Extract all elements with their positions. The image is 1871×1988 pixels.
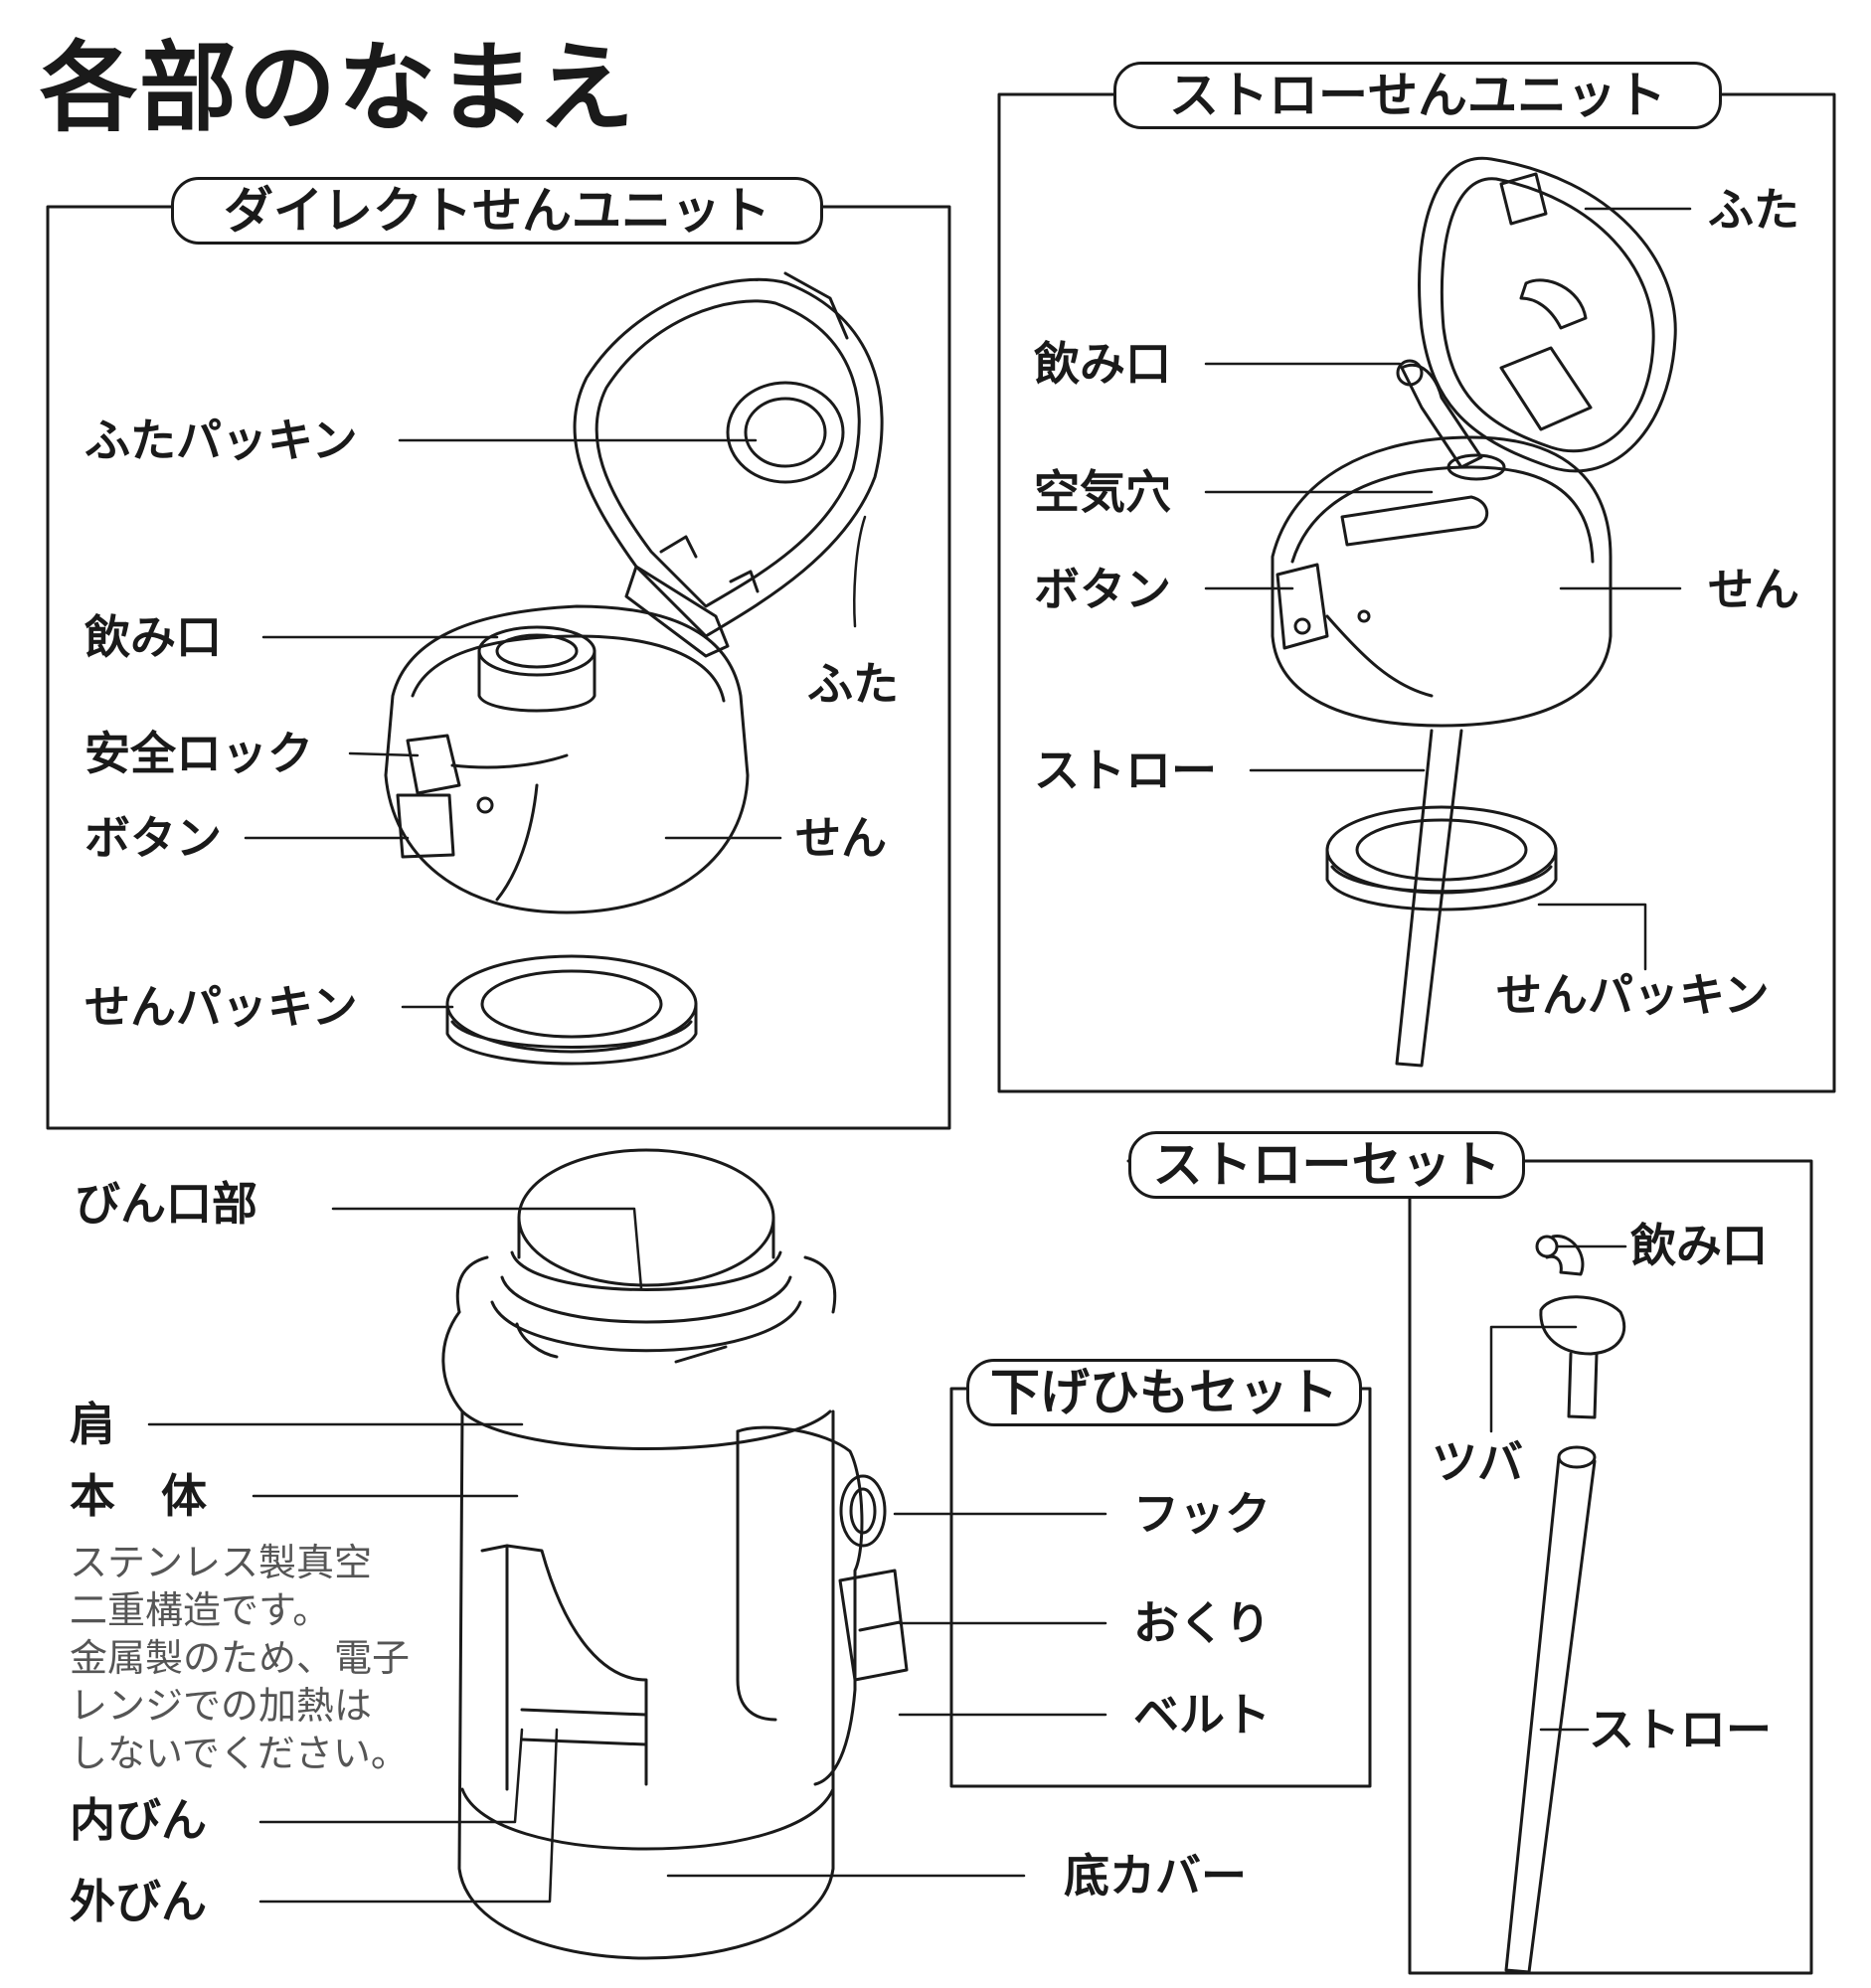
straw-set-leaders — [1489, 1244, 1627, 1732]
strap-set-frame — [949, 1387, 1372, 1788]
label-inner-bottle: 内びん — [70, 1793, 207, 1847]
direct-stopper-illustration — [384, 271, 884, 1066]
label-direct-safety-lock: 安全ロック — [85, 727, 313, 780]
section-title-straw-unit: ストローせんユニット — [1113, 62, 1722, 129]
section-title-strap-set: 下げひもセット — [966, 1359, 1362, 1426]
label-straw-unit-air-hole: 空気穴 — [1034, 465, 1171, 519]
section-title-direct-unit: ダイレクトせんユニット — [171, 177, 823, 245]
section-title-straw-set: ストローセット — [1128, 1131, 1525, 1199]
label-direct-button: ボタン — [85, 811, 222, 865]
direct-unit-frame — [46, 205, 951, 1130]
label-straw-unit-mouthpiece: 飲み口 — [1034, 337, 1171, 391]
label-bottom-cover: 底カバー — [1064, 1849, 1247, 1903]
label-straw-unit-stopper: せん — [1708, 563, 1799, 616]
straw-unit-frame — [997, 92, 1836, 1093]
label-straw-set-flange: ツバ — [1432, 1435, 1523, 1489]
label-straw-set-mouthpiece: 飲み口 — [1630, 1219, 1768, 1272]
page-title: 各部のなまえ — [40, 32, 637, 145]
straw-stopper-illustration — [1271, 156, 1677, 1068]
direct-unit-leaders — [244, 438, 867, 1009]
straw-unit-leaders — [1204, 207, 1692, 971]
bottle-illustration — [441, 1148, 909, 1960]
body-note-line: 金属製のため、電子 — [70, 1636, 411, 1680]
body-note-line: しないでください。 — [70, 1732, 409, 1775]
label-straw-unit-stopper-packing: せんパッキン — [1496, 968, 1770, 1022]
body-note-line: 二重構造です。 — [70, 1588, 331, 1632]
label-straw-unit-lid: ふた — [1708, 183, 1799, 237]
label-direct-lid-packing: ふたパッキン — [85, 414, 358, 467]
straw-set-illustration — [1504, 1235, 1626, 1974]
bottle-leaders — [147, 1207, 1107, 1904]
label-direct-stopper: せん — [795, 811, 887, 865]
body-note: ステンレス製真空 二重構造です。 金属製のため、電子 レンジでの加熱は しないで… — [70, 1539, 410, 1777]
label-bottle-mouth: びん口部 — [75, 1177, 257, 1231]
label-direct-stopper-packing: せんパッキン — [85, 980, 358, 1034]
label-direct-lid: ふた — [807, 657, 899, 711]
label-outer-bottle: 外びん — [70, 1875, 207, 1928]
label-strap-belt: ベルト — [1133, 1688, 1271, 1741]
label-strap-buckle: おくり — [1133, 1596, 1271, 1650]
label-shoulder: 肩 — [70, 1398, 115, 1451]
label-body: 本 体 — [70, 1469, 207, 1523]
label-direct-mouthpiece: 飲み口 — [85, 610, 222, 664]
label-straw-set-straw: ストロー — [1589, 1703, 1772, 1756]
label-straw-unit-button: ボタン — [1034, 563, 1171, 616]
label-straw-unit-straw: ストロー — [1034, 744, 1217, 797]
label-strap-hook: フック — [1133, 1487, 1271, 1541]
body-note-line: ステンレス製真空 — [70, 1541, 373, 1584]
body-note-line: レンジでの加熱は — [70, 1684, 373, 1728]
